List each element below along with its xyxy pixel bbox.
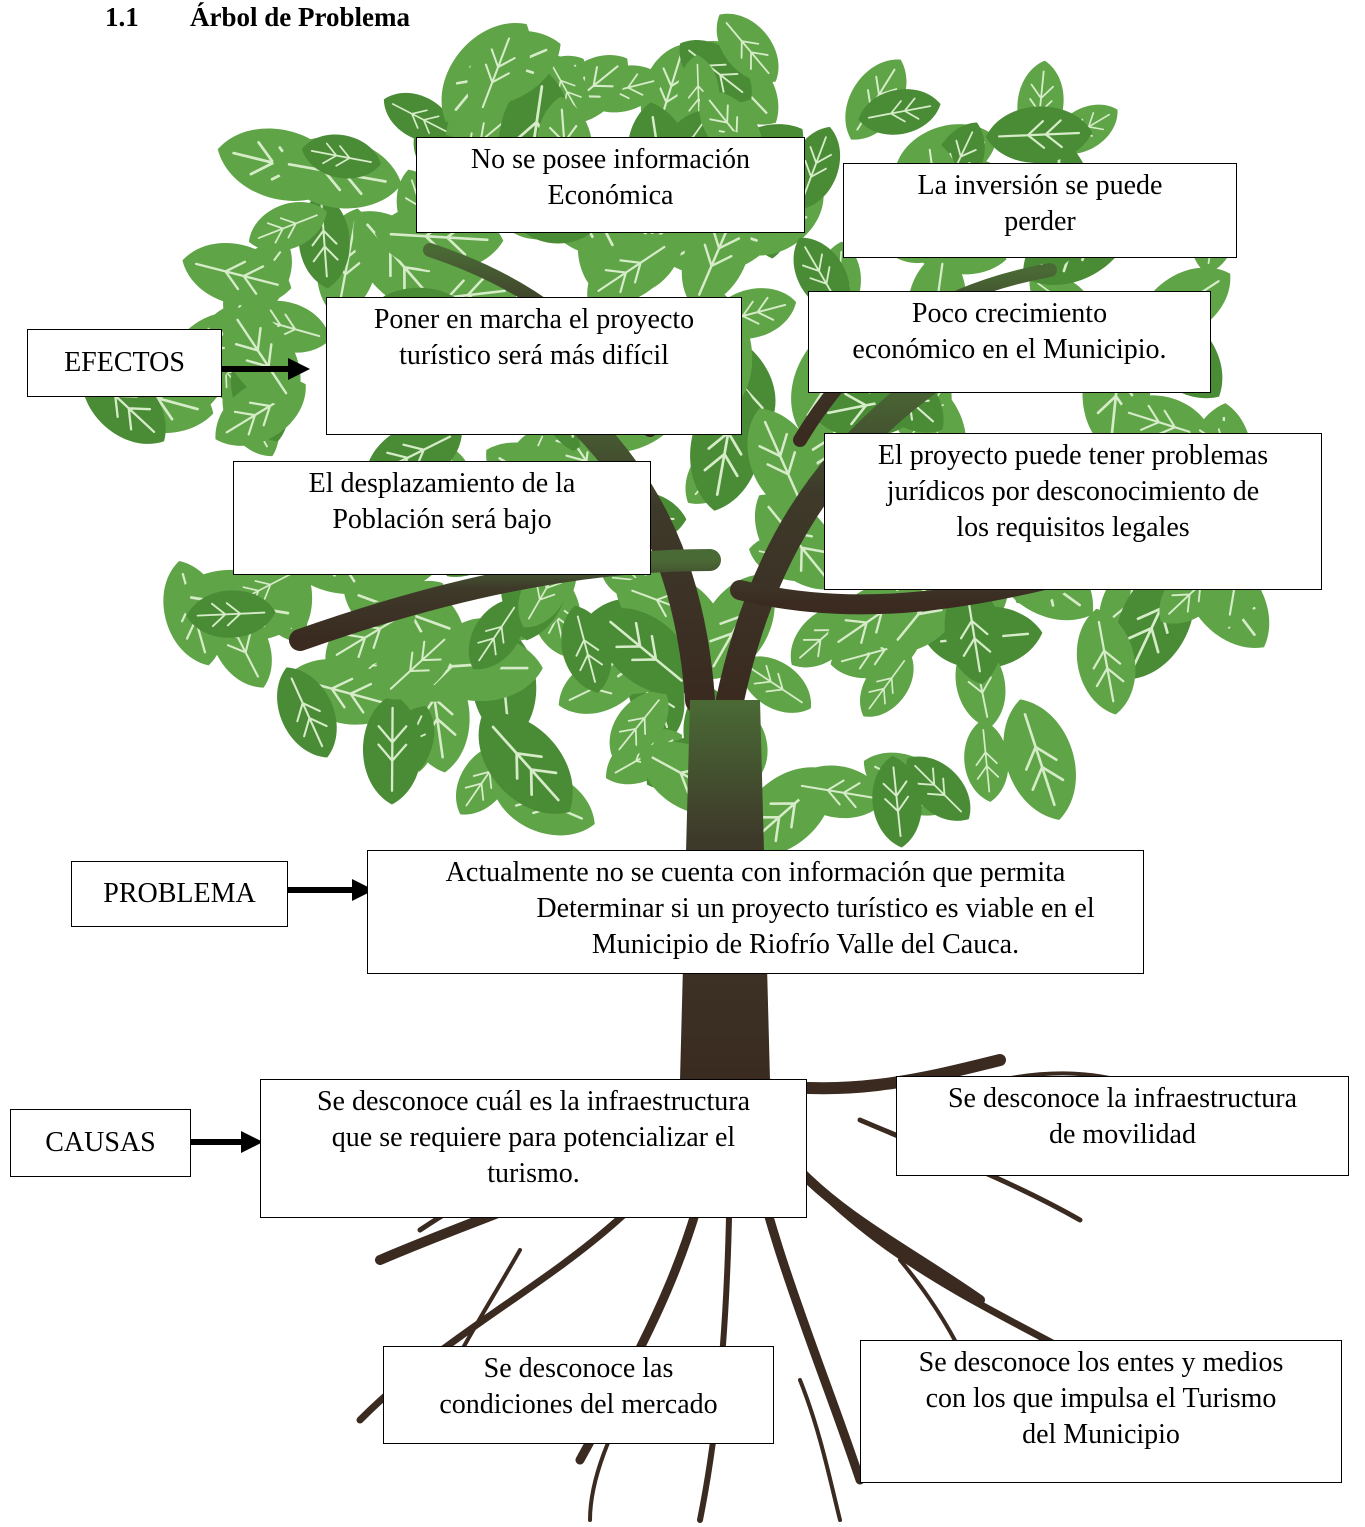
- problem-text: Municipio de Riofrío Valle del Cauca.: [591, 929, 1020, 960]
- leaf-icon: [860, 652, 914, 717]
- leaf-icon: [789, 765, 886, 819]
- cause-text: del Municipio: [1022, 1419, 1180, 1450]
- section-title: Árbol de Problema: [190, 2, 410, 32]
- effect-text: perder: [1004, 206, 1076, 237]
- effect-text: Población será bajo: [332, 504, 552, 535]
- leaf-icon: [383, 92, 455, 143]
- cause-box: Se desconoce la infraestructura de movil…: [896, 1076, 1349, 1176]
- effect-text: jurídicos por desconocimiento de: [886, 476, 1260, 507]
- label-efectos: EFECTOS: [27, 329, 222, 397]
- leaf-icon: [467, 27, 525, 119]
- label-causas: CAUSAS: [10, 1109, 191, 1177]
- cause-text: con los que impulsa el Turismo: [925, 1383, 1277, 1414]
- cause-box: Se desconoce los entes y medios con los …: [860, 1340, 1342, 1483]
- effect-text: No se posee información: [470, 144, 751, 175]
- effect-text: La inversión se puede: [917, 170, 1163, 201]
- arrow-problema-icon: [288, 879, 374, 901]
- effect-text: El desplazamiento de la: [308, 468, 576, 499]
- leaf-icon: [872, 755, 922, 848]
- label-efectos-text: EFECTOS: [64, 347, 185, 378]
- leaf-icon: [1003, 699, 1076, 820]
- leaf-icon: [363, 694, 422, 805]
- leaf-icon: [905, 756, 971, 821]
- cause-text: Se desconoce los entes y medios: [918, 1347, 1284, 1378]
- leaf-icon: [248, 202, 327, 252]
- leaf-icon: [597, 608, 695, 695]
- leaf-icon: [587, 234, 676, 304]
- effect-box: El desplazamiento de la Población será b…: [233, 461, 651, 575]
- effect-text: económico en el Municipio.: [852, 334, 1167, 365]
- leaf-icon: [739, 656, 811, 713]
- section-heading: 1.1 Árbol de Problema: [105, 2, 410, 33]
- effect-text: Poner en marcha el proyecto: [373, 304, 695, 335]
- leaf-icon: [277, 667, 337, 758]
- cause-text: condiciones del mercado: [439, 1389, 718, 1420]
- effect-text: Económica: [547, 180, 674, 211]
- cause-box: Se desconoce las condiciones del mercado: [383, 1346, 774, 1444]
- leaf-icon: [301, 134, 382, 179]
- cause-text: Se desconoce cuál es la infraestructura: [316, 1086, 750, 1117]
- leaf-icon: [186, 590, 276, 638]
- cause-text: Se desconoce la infraestructura: [947, 1083, 1298, 1114]
- leaf-icon: [964, 719, 1009, 802]
- leaf-icon: [1076, 608, 1136, 715]
- leaf-icon: [985, 106, 1093, 164]
- arrow-efectos-icon: [222, 358, 310, 380]
- leaf-icon: [380, 629, 455, 700]
- cause-text: que se requiere para potencializar el: [331, 1122, 736, 1153]
- effect-box: El proyecto puede tener problemas jurídi…: [824, 433, 1322, 590]
- effect-text: El proyecto puede tener problemas: [877, 440, 1269, 471]
- leaf-icon: [716, 13, 779, 83]
- leaf-icon: [182, 243, 292, 306]
- effect-text: Poco crecimiento: [911, 298, 1108, 329]
- leaf-icon: [858, 89, 941, 135]
- effect-box: No se posee información Económica: [416, 137, 805, 233]
- cause-box: Se desconoce cuál es la infraestructura …: [260, 1079, 807, 1218]
- leaf-icon: [223, 307, 301, 406]
- cause-text: turismo.: [487, 1158, 580, 1189]
- problem-text: Determinar si un proyecto turístico es v…: [536, 893, 1095, 924]
- effect-box: Poner en marcha el proyecto turístico se…: [326, 297, 742, 435]
- cause-text: Se desconoce las: [483, 1353, 674, 1384]
- effect-text: los requisitos legales: [956, 512, 1190, 543]
- problem-text: Actualmente no se cuenta con información…: [445, 857, 1066, 888]
- effect-box: La inversión se puede perder: [843, 163, 1237, 258]
- cause-text: de movilidad: [1049, 1119, 1196, 1150]
- leaf-icon: [609, 691, 669, 759]
- label-problema-text: PROBLEMA: [103, 878, 256, 909]
- label-causas-text: CAUSAS: [45, 1127, 156, 1158]
- section-number: 1.1: [105, 2, 139, 32]
- label-problema: PROBLEMA: [71, 861, 288, 927]
- arrow-causas-icon: [191, 1131, 263, 1153]
- problem-box: Actualmente no se cuenta con información…: [367, 850, 1144, 974]
- leaf-icon: [478, 713, 573, 814]
- effect-text: turístico será más difícil: [399, 340, 669, 371]
- effect-box: Poco crecimiento económico en el Municip…: [808, 291, 1211, 393]
- leaf-icon: [468, 598, 525, 670]
